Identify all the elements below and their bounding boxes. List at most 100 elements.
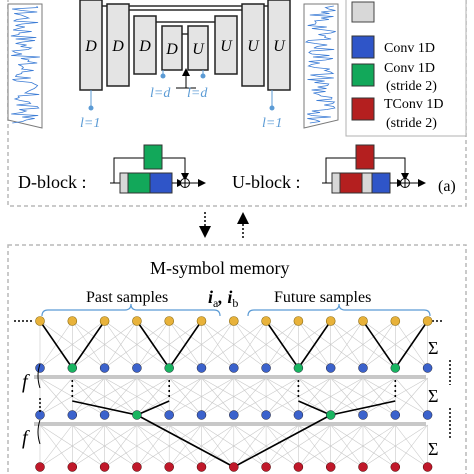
node-blue — [99, 363, 110, 373]
mesh-edge — [72, 424, 105, 468]
tree-edges — [39, 320, 429, 468]
decoder-block-3: U — [241, 3, 265, 87]
node-gold — [358, 316, 368, 326]
encoder-block-2-box — [106, 3, 130, 87]
mesh-edge — [265, 377, 299, 416]
node-red — [132, 462, 142, 472]
sigma-2: Σ — [428, 386, 438, 406]
network-graph — [14, 316, 444, 472]
node-gold — [261, 316, 271, 326]
node-green — [325, 410, 336, 420]
mesh-edge — [169, 377, 234, 416]
mesh-edge — [298, 424, 331, 468]
mesh-edge — [39, 377, 73, 416]
node-blue — [99, 410, 110, 420]
mesh-edge — [233, 377, 267, 416]
node-green — [164, 363, 174, 373]
encoder-block-3-box — [133, 15, 157, 75]
node-blue — [196, 410, 207, 420]
mesh-edge — [233, 424, 299, 468]
node-blue — [390, 410, 401, 420]
mesh-edge — [330, 320, 396, 369]
mesh-edge — [104, 320, 170, 369]
mesh-edge — [233, 424, 267, 468]
mesh-edge — [298, 320, 364, 369]
node-blue — [261, 363, 271, 373]
node-blue — [325, 363, 336, 373]
tree-edge — [136, 414, 235, 468]
node-gold — [229, 316, 239, 326]
node-red — [325, 462, 336, 472]
encoder-block-4: D — [161, 25, 183, 71]
level-label-3: l=d — [187, 86, 208, 101]
mesh-edge — [201, 320, 235, 369]
mesh-edge — [169, 320, 234, 369]
mesh-edge — [201, 320, 267, 369]
decoder-block-4: U — [267, 0, 291, 91]
mesh-edge — [298, 377, 331, 416]
node-gold — [132, 316, 142, 326]
mesh-edge — [39, 320, 105, 369]
u-block-diagram — [322, 144, 426, 194]
legend-tconv-label: TConv 1D — [384, 97, 444, 112]
encoder-block-2: D — [106, 3, 130, 87]
decoder-block-2-label: U — [220, 38, 233, 55]
legend-tconv-sub: (stride 2) — [386, 116, 437, 131]
mesh-edge — [169, 424, 234, 468]
d-block-diagram — [110, 144, 206, 194]
node-green — [132, 410, 142, 420]
legend-conv-stride-label: Conv 1D — [384, 61, 435, 76]
node-blue — [422, 410, 433, 420]
encoder-block-4-label: D — [165, 41, 178, 58]
sample-braces — [41, 303, 431, 317]
sigma-3: Σ — [428, 439, 438, 459]
encoder-block-2-label: D — [111, 38, 124, 55]
encoder-block-3: D — [133, 15, 157, 75]
node-blue — [229, 363, 239, 373]
node-blue — [422, 363, 433, 373]
tree-edge — [265, 320, 300, 369]
panel-connectors — [199, 212, 249, 238]
tree-edge — [71, 320, 106, 369]
tree-edge — [233, 414, 332, 468]
mesh-edge — [265, 424, 331, 468]
mesh-edge — [298, 424, 364, 468]
mesh-edge — [330, 320, 364, 369]
decoder-block-4-label: U — [273, 38, 286, 55]
node-red — [196, 462, 207, 472]
decoder-block-1-label: U — [192, 41, 205, 58]
mesh-edge — [72, 377, 138, 416]
mesh-edge — [72, 377, 105, 416]
node-green — [390, 363, 401, 373]
legend-conv-stride-sub: (stride 2) — [386, 79, 437, 94]
node-blue — [35, 363, 45, 373]
mesh-edge — [104, 424, 138, 468]
mesh-edge — [330, 424, 364, 468]
mesh-edge — [265, 424, 299, 468]
decoder-block-3-label: U — [247, 38, 260, 55]
tree-edge — [297, 320, 332, 369]
mesh-edge — [201, 377, 267, 416]
decoder-block-2: U — [214, 15, 238, 75]
nodes — [35, 316, 433, 472]
node-blue — [358, 410, 368, 420]
node-red — [35, 462, 45, 472]
mesh-edge — [136, 320, 202, 369]
memory-title: M-symbol memory — [150, 258, 290, 278]
legend-swatch-gray — [351, 1, 375, 23]
node-blue — [196, 363, 207, 373]
input-waveform — [7, 3, 43, 129]
mesh-edge — [330, 377, 364, 416]
node-blue — [132, 363, 142, 373]
tree-edge — [136, 400, 170, 416]
tree-edge — [39, 320, 73, 369]
encoder-block-1-label: D — [84, 38, 97, 55]
tree-edge — [394, 320, 429, 369]
mesh-edge — [233, 377, 299, 416]
index-label: ia, ib — [208, 287, 238, 310]
node-gold — [35, 316, 45, 326]
mesh-edge — [362, 424, 428, 468]
mesh-lines — [39, 320, 428, 468]
mesh-edge — [362, 377, 396, 416]
